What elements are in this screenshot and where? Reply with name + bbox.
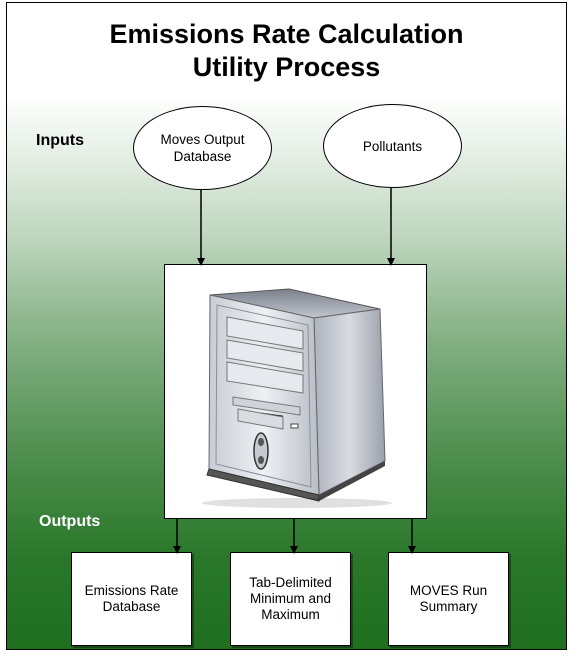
output-box-moves-run-summary: MOVES Run Summary [388,552,509,646]
inputs-label: Inputs [36,132,84,149]
output-box-text-line-1: MOVES Run [409,583,488,598]
diagram-title: Emissions Rate Calculation Utility Proce… [0,18,573,84]
input-ellipse-moves-output-database: Moves Output Database [133,106,272,190]
input-ellipse-text-line-2: Database [173,149,232,164]
outputs-label: Outputs [39,513,101,530]
title-line-2: Utility Process [192,52,381,82]
output-box-text-line-1: Tab-Delimited [249,575,332,590]
output-box-text-line-2: Database [102,599,161,614]
output-box-text-line-1: Emissions Rate [84,583,179,598]
title-line-1: Emissions Rate Calculation [109,19,464,49]
output-box-text-line-2: Summary [419,599,478,614]
desktop-computer-tower-icon [202,288,392,508]
process-computer-box [164,264,427,519]
input-ellipse-text-line-1: Moves Output [160,132,245,147]
output-box-emissions-rate-database: Emissions Rate Database [71,552,192,646]
output-box-text-line-3: Maximum [261,607,320,622]
output-box-text-line-2: Minimum and [249,591,332,606]
input-ellipse-text-line-1: Pollutants [362,138,423,154]
input-ellipse-pollutants: Pollutants [323,104,462,188]
